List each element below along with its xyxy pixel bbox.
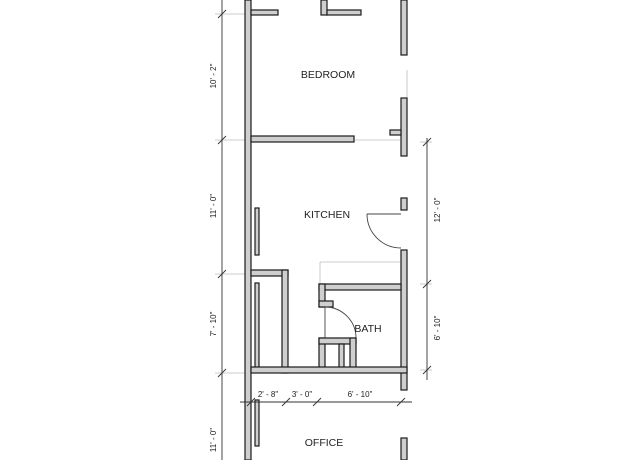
wall-office-right [400,437,408,460]
wall-closet-inner [254,282,260,370]
room-label-bath: BATH [354,323,381,335]
room-label-office: OFFICE [305,437,344,449]
room-label-kitchen: KITCHEN [304,209,350,221]
wall-top-stub-left [250,9,279,16]
door-swing-bath [324,306,357,339]
wall-right-bedroom-flange [389,129,402,136]
wall-bath-top-left-h [318,300,334,308]
door-swing-kitchen [366,213,402,249]
dim-label-closet-width: 2' - 8" [258,390,279,399]
wall-office-top [250,366,408,374]
wall-outer-left [244,0,252,460]
dim-label-kitchen-right-height: 12' - 0" [433,197,442,222]
dim-label-kitchen-height: 11' - 0" [209,194,218,218]
wall-top-stub-mid-h [326,9,362,16]
dim-label-bedroom-height: 10' - 2" [209,63,218,88]
walls [244,0,408,460]
wall-bath-top [318,283,402,291]
kitchen-counter [254,207,260,256]
wall-right-kitchen-stub [400,197,408,211]
left-dimension-line [217,0,227,460]
wall-bedroom-kitchen [250,135,355,143]
dim-label-office-height: 11' - 0" [209,428,218,452]
wall-bath-right [400,249,408,391]
horizontal-dimension-line [240,397,412,407]
right-dimension-line [422,137,432,380]
dim-label-bath-width: 6' - 10" [348,390,373,399]
dim-label-bath-right-height: 6' - 10" [433,315,442,340]
dim-label-bath-left-height: 7' - 10" [209,311,218,336]
wall-office-left-inner [254,399,260,447]
wall-right-bedroom [400,97,408,157]
room-label-bedroom: BEDROOM [301,69,355,81]
dim-label-hall-width: 3' - 0" [292,390,313,399]
wall-closet-right [281,269,289,374]
wall-right-top [400,0,408,56]
wall-top-stub-mid [320,0,328,16]
